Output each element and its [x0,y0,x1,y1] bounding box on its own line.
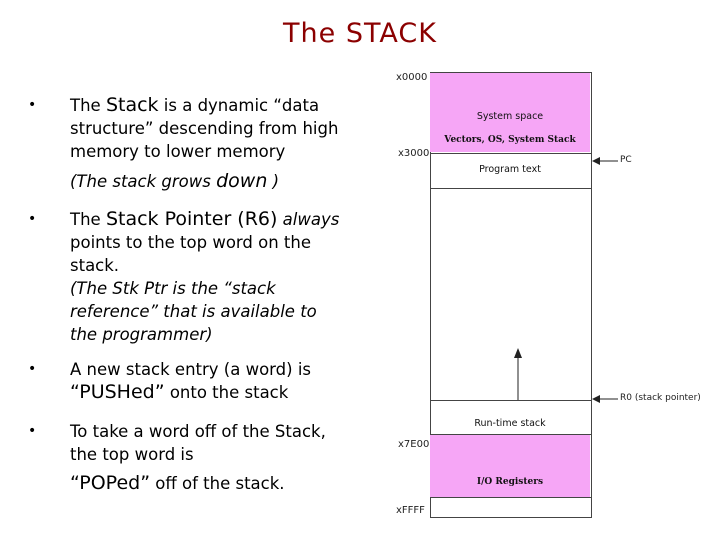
r0-pointer-label: R0 (stack pointer) [620,393,701,403]
bullet-text: A new stack entry (a word) is [70,360,312,379]
address-x7e00: x7E00 [398,439,430,450]
memory-map-diagram: x0000 x3000 x7E00 xFFFF System space Vec… [394,68,714,518]
address-xffff: xFFFF [396,505,425,516]
bullet-text: To take a word off of the Stack, [70,422,326,441]
bullet-dot: • [28,423,37,439]
bullet-emphasis: down [216,170,268,192]
stack-top-line [430,400,591,401]
runtime-stack-label: Run-time stack [474,418,546,429]
address-x3000: x3000 [398,148,430,159]
bullet-text: memory to lower memory [70,142,286,161]
pc-pointer-label: PC [620,155,632,165]
system-space-region: System space Vectors, OS, System Stack [430,73,590,152]
bullet-text: points to the top word on the [70,233,312,252]
bullet-text: structure” descending from high [70,119,339,138]
program-text-region: Program text [430,154,590,188]
bullet-emphasis: Stack [105,94,159,116]
system-space-detail: Vectors, OS, System Stack [444,135,576,145]
bullet-text: onto the stack [164,383,289,402]
io-registers-label: I/O Registers [476,477,544,487]
bullet-emphasis: “POPed” [70,472,151,494]
divider [430,434,591,435]
bullet-emphasis: “PUSHed” [70,381,165,403]
bullet-note: ) [267,172,280,191]
bullet-text: The [70,210,106,229]
bullet-text: is a dynamic “data [158,96,320,115]
divider [430,188,591,189]
diagram-arrows [514,157,618,403]
pc-arrow-head [592,157,600,165]
bullet-note: (The Stk Ptr is the “stack [70,279,276,298]
page-title: The STACK [283,18,437,49]
bullet-dot: • [28,97,37,113]
divider [430,497,591,498]
system-space-label: System space [476,111,544,122]
bullet-note: reference” that is available to [70,302,317,321]
bullet-dot: • [28,361,37,377]
bullet-note: the programmer) [70,325,213,344]
bullet-dot: • [28,211,37,227]
bullet-emphasis: Stack Pointer (R6) [105,208,278,230]
bullet-note: (The stack grows [70,172,217,191]
r0-arrow-head [592,395,600,403]
bullet-text: The [70,96,106,115]
program-text-label: Program text [479,164,541,175]
memory-column [430,72,592,518]
address-x0000: x0000 [396,72,428,83]
bullet-text: off of the stack. [150,474,285,493]
bullet-text: stack. [70,256,120,275]
bullet-text: the top word is [70,445,194,464]
bullet-text: always [277,210,340,229]
divider [430,153,591,154]
io-registers-region: I/O Registers [430,435,590,497]
growth-arrow-head [514,348,522,358]
